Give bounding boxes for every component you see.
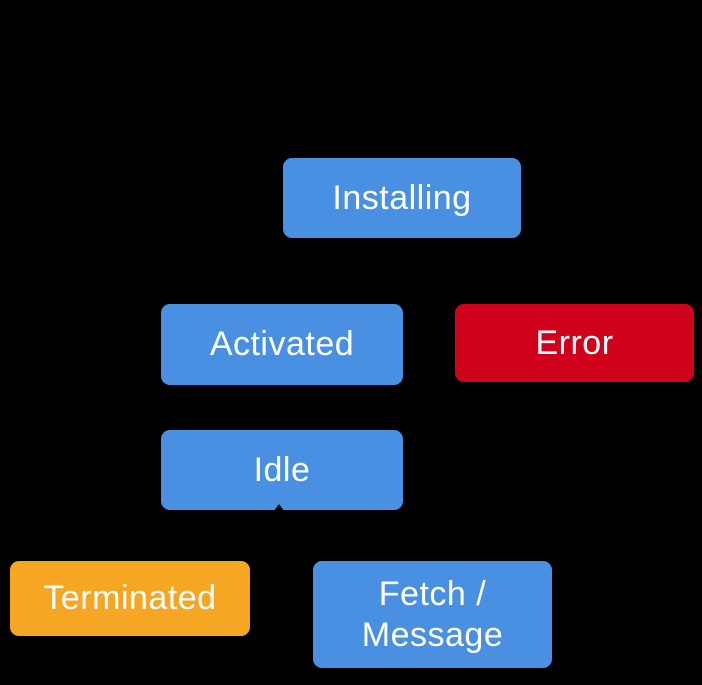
state-label-error: Error bbox=[535, 323, 614, 362]
arrowhead-icon bbox=[274, 504, 284, 511]
state-node-installing: Installing bbox=[283, 158, 521, 238]
state-label-idle: Idle bbox=[253, 450, 311, 489]
state-node-activated: Activated bbox=[161, 304, 403, 385]
state-label-fetch-message: Fetch / Message bbox=[361, 574, 504, 654]
state-label-activated: Activated bbox=[209, 325, 355, 364]
state-node-terminated: Terminated bbox=[10, 561, 250, 636]
state-node-error: Error bbox=[455, 304, 694, 382]
state-label-terminated: Terminated bbox=[43, 579, 217, 618]
state-node-fetch-message: Fetch / Message bbox=[313, 561, 552, 668]
state-label-installing: Installing bbox=[332, 178, 472, 217]
state-node-idle: Idle bbox=[161, 430, 403, 510]
